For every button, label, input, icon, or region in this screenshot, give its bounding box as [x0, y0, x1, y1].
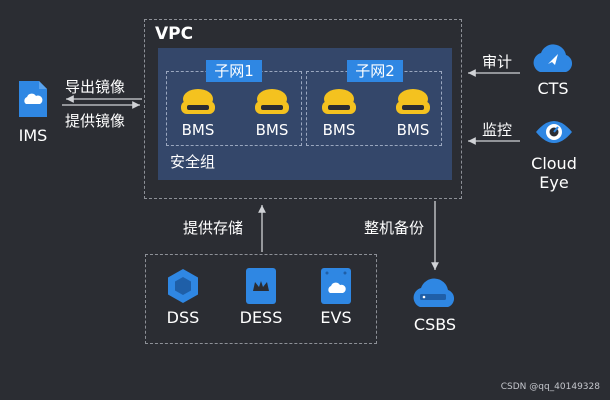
bms-icon — [255, 89, 289, 114]
bms-node: BMS — [249, 88, 295, 139]
audit-label: 审计 — [482, 53, 513, 71]
provide-image-label: 提供镜像 — [65, 112, 126, 130]
vpc-container — [144, 19, 462, 199]
storage-container — [145, 254, 377, 344]
subnet-2-label: 子网2 — [347, 60, 403, 82]
bms-label: BMS — [396, 121, 430, 139]
dss-icon — [168, 269, 198, 303]
storage-item: DSS — [153, 266, 213, 327]
bms-label: BMS — [255, 121, 289, 139]
dess-icon — [246, 268, 276, 304]
evs-label: EVS — [320, 308, 352, 327]
subnet-1-label: 子网1 — [206, 60, 262, 82]
bms-label: BMS — [322, 121, 356, 139]
bms-node: BMS — [390, 88, 436, 139]
bms-node: BMS — [316, 88, 362, 139]
ims-icon — [16, 78, 50, 124]
cloud-eye-label: Cloud Eye — [522, 154, 586, 192]
bms-node: BMS — [175, 88, 221, 139]
storage-item: DESS — [231, 266, 291, 327]
cts-label: CTS — [537, 79, 569, 98]
ims-label: IMS — [18, 126, 48, 145]
bms-icon — [181, 89, 215, 114]
cts-icon — [528, 40, 578, 80]
csbs-icon — [408, 273, 462, 315]
full-backup-label: 整机备份 — [364, 219, 425, 237]
evs-icon — [321, 268, 351, 304]
export-image-label: 导出镜像 — [65, 78, 126, 96]
cloud-eye-icon — [533, 114, 575, 154]
dess-label: DESS — [239, 308, 283, 327]
watermark: CSDN @qq_40149328 — [500, 382, 600, 392]
security-group-label: 安全组 — [170, 153, 216, 171]
dss-label: DSS — [166, 308, 200, 327]
cloud-eye-label-line2: Eye — [539, 173, 569, 192]
bms-icon — [322, 89, 356, 114]
csbs-label: CSBS — [413, 315, 457, 334]
provide-storage-label: 提供存储 — [183, 219, 244, 237]
cloud-eye-label-line1: Cloud — [531, 154, 577, 173]
bms-label: BMS — [181, 121, 215, 139]
bms-icon — [396, 89, 430, 114]
vpc-title: VPC — [155, 24, 194, 44]
monitor-label: 监控 — [482, 121, 513, 139]
storage-item: EVS — [306, 266, 366, 327]
